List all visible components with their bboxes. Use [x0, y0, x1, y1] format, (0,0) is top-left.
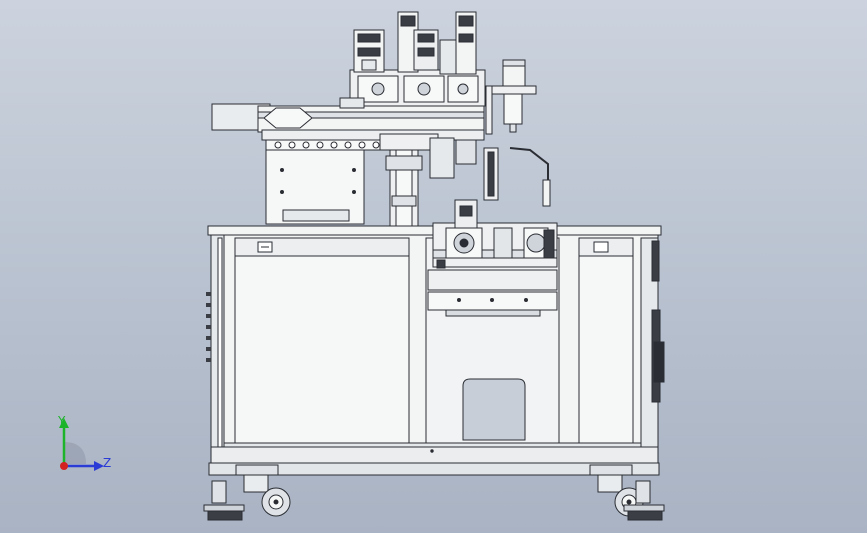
spindle-unit-right — [439, 11, 477, 75]
hand-lever — [509, 147, 551, 207]
workpiece-fixture — [432, 199, 558, 269]
spindle-unit-middle — [397, 11, 439, 73]
right-door — [578, 237, 634, 444]
dispenser-bracket — [485, 59, 537, 135]
base-cabinet — [206, 225, 665, 476]
caster-left — [203, 464, 291, 521]
left-door — [234, 237, 410, 444]
y-axis-label: Y — [58, 414, 66, 428]
access-opening — [462, 378, 526, 441]
caster-right — [589, 464, 665, 521]
spindle-unit-left — [353, 29, 385, 73]
z-axis-label: Z — [103, 456, 112, 470]
side-slide — [483, 147, 499, 201]
triad-shading — [64, 442, 86, 464]
axis-triad — [59, 418, 104, 471]
bottom-rail — [210, 446, 659, 464]
support-column — [385, 147, 423, 227]
triad-origin — [60, 462, 68, 470]
side-vents — [206, 292, 211, 362]
tool-carriage — [339, 69, 486, 109]
electric-box — [265, 149, 365, 225]
